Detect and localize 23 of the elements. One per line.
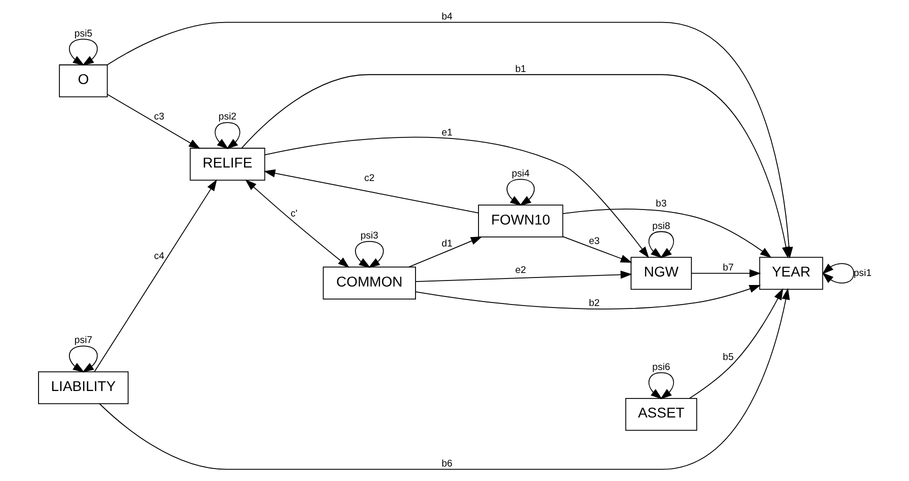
edge-label: psi4	[511, 168, 530, 180]
edge-label: b1	[514, 64, 526, 75]
edge-label: c'	[290, 208, 297, 220]
edge-label: psi8	[652, 220, 670, 232]
edge-label: c2	[364, 172, 374, 184]
edge-label: psi7	[74, 335, 92, 346]
edge-label: b3	[655, 198, 666, 210]
edge-label: e1	[441, 128, 452, 139]
edge-label: psi2	[218, 112, 236, 123]
edge-label: b6	[441, 458, 452, 470]
edge-label: b5	[722, 352, 734, 364]
edge-label: c4	[154, 250, 164, 262]
edge-label: b2	[588, 298, 600, 309]
edge-label: c3	[154, 112, 164, 123]
edge-label: e3	[588, 236, 600, 247]
edge-label: psi3	[360, 230, 378, 242]
edge-label: psi1	[853, 268, 872, 279]
edge-label: d1	[441, 238, 452, 250]
edge-label: psi6	[652, 362, 670, 373]
edge-label: e2	[514, 265, 526, 276]
edge-label: b4	[441, 11, 452, 22]
edge-label: psi5	[74, 28, 92, 40]
edge-label: b7	[722, 262, 734, 274]
